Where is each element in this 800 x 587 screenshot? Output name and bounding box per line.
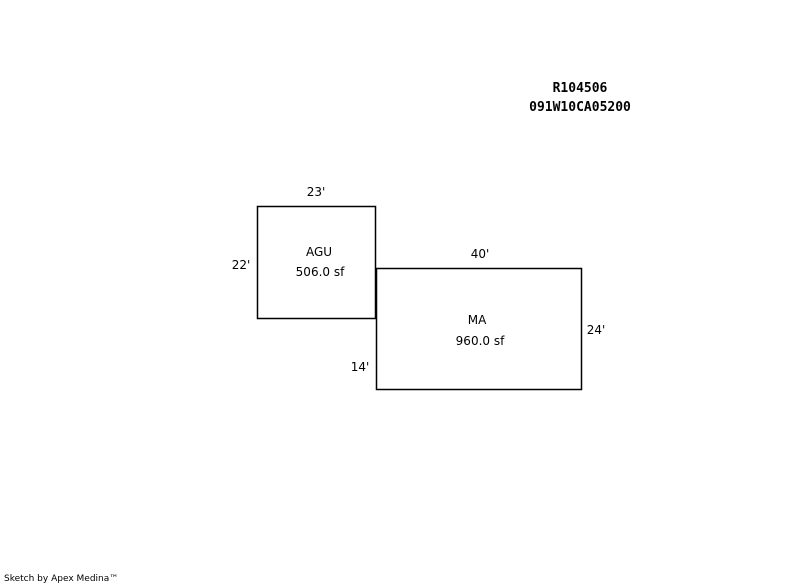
area-ma-outline xyxy=(375,267,583,391)
parcel-id: R104506 xyxy=(552,81,608,96)
parcel-header: R104506 091W10CA05200 xyxy=(500,79,660,117)
area-ma-left-dimension: 14' xyxy=(351,360,370,374)
map-number: 091W10CA05200 xyxy=(529,100,631,115)
area-agu: 23' 22' AGU 506.0 sf xyxy=(232,185,377,320)
area-agu-size: 506.0 sf xyxy=(296,265,345,279)
area-ma-right-dimension: 24' xyxy=(587,323,606,337)
area-agu-label: AGU xyxy=(306,245,332,259)
area-ma-size: 960.0 sf xyxy=(456,334,505,348)
area-ma: 40' 24' 14' MA 960.0 sf xyxy=(351,247,606,391)
area-agu-outline xyxy=(256,205,377,320)
area-agu-left-dimension: 22' xyxy=(232,258,251,272)
area-ma-label: MA xyxy=(468,313,487,327)
area-ma-top-dimension: 40' xyxy=(471,247,490,261)
sketch-credit: Sketch by Apex Medina™ xyxy=(4,574,119,584)
area-agu-top-dimension: 23' xyxy=(307,185,326,199)
